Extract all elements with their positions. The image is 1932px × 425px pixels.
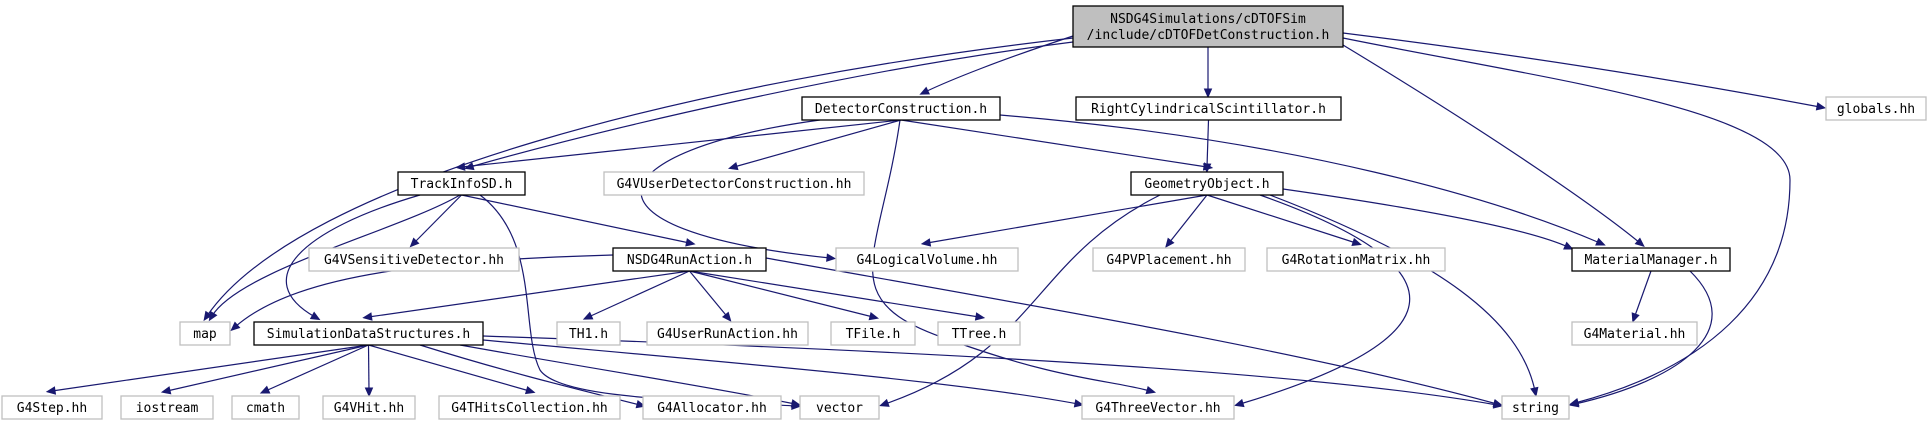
node-tfile: TFile.h (830, 321, 916, 346)
edge-trackinfo-to-vector (479, 194, 802, 411)
edge-detector_construction-to-trackinfo (455, 119, 902, 171)
node-label: cmath (246, 401, 285, 416)
node-g4material: G4Material.hh (1571, 321, 1698, 346)
node-label: globals.hh (1837, 102, 1915, 117)
edge-trackinfo-to-runaction (461, 194, 696, 247)
edge-detector_construction-to-matmgr (999, 114, 1606, 246)
edge-simdata-to-g4vhit (364, 344, 374, 398)
node-label: TTree.h (952, 327, 1007, 342)
node-g4vuserdet: G4VUserDetectorConstruction.hh (603, 171, 865, 196)
node-globals: globals.hh (1825, 96, 1927, 121)
node-g4alloc: G4Allocator.hh (642, 395, 782, 420)
node-matmgr[interactable]: MaterialManager.h (1571, 247, 1731, 272)
node-label: map (193, 327, 217, 342)
node-g4userrun: G4UserRunAction.hh (646, 321, 809, 346)
node-geometry[interactable]: GeometryObject.h (1130, 171, 1284, 196)
node-label: TFile.h (846, 327, 901, 342)
edge-geometry-to-g4rotmat (1206, 194, 1362, 246)
edge-root-to-string (1342, 37, 1791, 407)
node-g4pvplace: G4PVPlacement.hh (1092, 247, 1246, 272)
node-iostream: iostream (120, 395, 214, 420)
edge-detector_construction-to-g4vuserdet (727, 119, 902, 171)
node-label: RightCylindricalScintillator.h (1091, 102, 1326, 117)
node-cmath: cmath (231, 395, 300, 420)
node-runaction[interactable]: NSDG4RunAction.h (612, 247, 767, 272)
node-th1: TH1.h (556, 321, 621, 346)
edge-geometry-to-matmgr (1282, 188, 1574, 250)
node-label: G4VHit.hh (334, 401, 404, 416)
edge-runaction-to-tfile (689, 270, 880, 321)
node-g4vsens: G4VSensitiveDetector.hh (308, 247, 520, 272)
node-label: MaterialManager.h (1584, 253, 1717, 268)
edge-runaction-to-simdata (362, 270, 690, 321)
node-label: SimulationDataStructures.h (267, 327, 471, 342)
node-detector-construction[interactable]: DetectorConstruction.h (801, 96, 1001, 121)
edge-runaction-to-g4userrun (689, 270, 732, 322)
node-label: string (1512, 401, 1559, 416)
edge-root-to-right_cyl (1203, 47, 1213, 99)
edge-root-to-globals (1342, 32, 1827, 111)
node-label: GeometryObject.h (1144, 177, 1269, 192)
edge-geometry-to-g4threevec (1234, 194, 1411, 408)
node-string: string (1501, 395, 1570, 420)
edge-runaction-to-ttree (689, 270, 986, 321)
node-label: G4UserRunAction.hh (657, 327, 798, 342)
node-label: G4ThreeVector.hh (1095, 401, 1220, 416)
edge-root-to-map (203, 37, 1074, 322)
edge-detector_construction-to-geometry (900, 119, 1214, 171)
edge-root-to-matmgr (1342, 44, 1645, 247)
node-g4logvol: G4LogicalVolume.hh (835, 247, 1019, 272)
edge-simdata-to-g4step (45, 344, 369, 395)
node-simdata[interactable]: SimulationDataStructures.h (253, 321, 484, 346)
edge-geometry-to-vector (879, 194, 1161, 407)
edge-simdata-to-g4threevec (482, 339, 1085, 408)
edge-simdata-to-iostream (160, 344, 369, 395)
node-vector: vector (799, 395, 880, 420)
node-map: map (179, 321, 231, 346)
node-g4threevec: G4ThreeVector.hh (1081, 395, 1235, 420)
node-label: G4Step.hh (17, 401, 87, 416)
edge-runaction-to-th1 (582, 270, 690, 320)
node-ttree: TTree.h (937, 321, 1021, 346)
edge-geometry-to-string (1269, 194, 1539, 398)
node-label: G4Material.hh (1584, 327, 1686, 342)
edge-simdata-to-cmath (259, 344, 369, 394)
edge-geometry-to-g4pvplace (1165, 194, 1208, 248)
node-right-cyl[interactable]: RightCylindricalScintillator.h (1075, 96, 1342, 121)
edge-simdata-to-g4thits (368, 344, 536, 395)
node-trackinfo[interactable]: TrackInfoSD.h (397, 171, 526, 196)
nodes-layer: NSDG4Simulations/cDTOFSim/include/cDTOFD… (1, 5, 1927, 420)
edge-root-to-detector_construction (919, 35, 1074, 95)
edge-matmgr-to-g4material (1631, 270, 1652, 323)
node-label: /include/cDTOFDetConstruction.h (1087, 28, 1330, 43)
node-g4step: G4Step.hh (1, 395, 103, 420)
node-label: G4LogicalVolume.hh (857, 253, 998, 268)
node-label: TrackInfoSD.h (411, 177, 513, 192)
node-label: NSDG4Simulations/cDTOFSim (1110, 12, 1306, 27)
node-label: NSDG4RunAction.h (627, 253, 752, 268)
node-g4vhit: G4VHit.hh (322, 395, 416, 420)
node-label: G4THitsCollection.hh (451, 401, 608, 416)
node-label: G4VSensitiveDetector.hh (324, 253, 504, 268)
node-label: G4Allocator.hh (657, 401, 767, 416)
node-label: DetectorConstruction.h (815, 102, 987, 117)
node-label: G4VUserDetectorConstruction.hh (617, 177, 852, 192)
node-label: vector (816, 401, 863, 416)
edge-right_cyl-to-geometry (1202, 119, 1212, 174)
edge-trackinfo-to-g4vsens (409, 194, 462, 248)
node-root[interactable]: NSDG4Simulations/cDTOFSim/include/cDTOFD… (1072, 5, 1344, 48)
edge-geometry-to-g4logvol (920, 194, 1208, 247)
edge-trackinfo-to-simdata (285, 194, 421, 321)
node-g4thits: G4THitsCollection.hh (438, 395, 621, 420)
node-label: iostream (136, 401, 199, 416)
edge-matmgr-to-string (1568, 270, 1713, 408)
edge-detector_construction-to-g4threevec (872, 119, 1157, 395)
node-label: TH1.h (569, 327, 608, 342)
edges-layer (45, 32, 1827, 411)
node-g4rotmat: G4RotationMatrix.hh (1266, 247, 1446, 272)
node-label: G4RotationMatrix.hh (1282, 253, 1431, 268)
node-label: G4PVPlacement.hh (1106, 253, 1231, 268)
